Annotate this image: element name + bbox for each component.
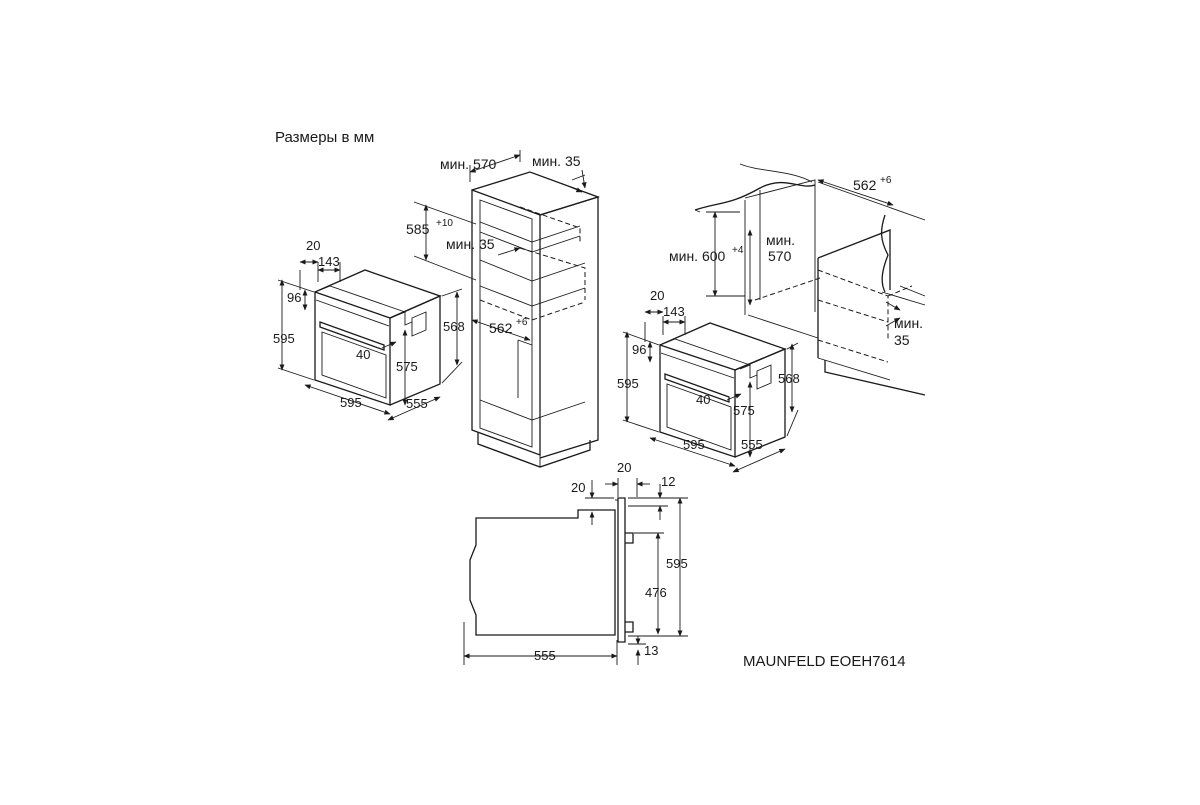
tall-cabinet-w-562-tol: +6 xyxy=(516,317,528,328)
side-view-dim-12: 12 xyxy=(661,474,675,489)
tall-cabinet-w-562: 562 xyxy=(489,320,513,336)
under-counter-dimensions: 562 +6 мин. 600 +4 мин. 570 мин. 35 xyxy=(669,175,923,348)
oven-left-dim-40: 40 xyxy=(356,347,370,362)
side-view-dim-476: 476 xyxy=(645,585,667,600)
under-counter-min-35-value: 35 xyxy=(894,332,910,348)
oven-left-dim-20: 20 xyxy=(306,238,320,253)
oven-left-dim-595-width: 595 xyxy=(340,395,362,410)
tall-cabinet-min-35-mid: мин. 35 xyxy=(446,236,495,252)
oven-left-dim-595-height: 595 xyxy=(273,331,295,346)
model-name: MAUNFELD EOEH7614 xyxy=(743,653,906,670)
tall-cabinet-h-585: 585 xyxy=(406,221,430,237)
under-counter-w-562-tol: +6 xyxy=(880,175,892,186)
oven-right-dim-575: 575 xyxy=(733,403,755,418)
under-counter-min-600: мин. 600 xyxy=(669,248,726,264)
oven-left-dim-143: 143 xyxy=(318,254,340,269)
under-counter-cabinet xyxy=(694,163,926,396)
tall-cabinet-min-570: мин. 570 xyxy=(440,156,497,172)
under-counter-min-570-value: 570 xyxy=(768,248,792,264)
side-view-dim-20-top: 20 xyxy=(617,460,631,475)
oven-left xyxy=(314,269,442,406)
under-counter-min-600-tol: +4 xyxy=(732,245,744,256)
tall-cabinet xyxy=(471,171,601,468)
oven-right-dim-595-height: 595 xyxy=(617,376,639,391)
tall-cabinet-min-35-top: мин. 35 xyxy=(532,153,581,169)
side-view xyxy=(469,497,634,643)
side-view-dim-20-left: 20 xyxy=(571,480,585,495)
oven-right-dim-40: 40 xyxy=(696,392,710,407)
oven-left-dim-96: 96 xyxy=(287,290,301,305)
oven-right-dim-20: 20 xyxy=(650,288,664,303)
oven-left-dim-575: 575 xyxy=(396,359,418,374)
oven-right-dim-568: 568 xyxy=(778,371,800,386)
side-view-dim-555: 555 xyxy=(534,648,556,663)
oven-right-dimensions: 20 143 96 595 568 575 40 595 555 xyxy=(617,288,800,473)
under-counter-min-570-label: мин. xyxy=(766,232,795,248)
under-counter-min-35-label: мин. xyxy=(894,315,923,331)
tall-cabinet-h-585-tol: +10 xyxy=(436,218,453,229)
oven-right-dim-143: 143 xyxy=(663,304,685,319)
oven-right-dim-96: 96 xyxy=(632,342,646,357)
oven-right xyxy=(659,322,787,458)
side-view-dim-595: 595 xyxy=(666,556,688,571)
oven-right-dim-595-width: 595 xyxy=(683,437,705,452)
tall-cabinet-dimensions: мин. 570 мин. 35 585 +10 мин. 35 562 +6 xyxy=(406,150,587,341)
side-view-dim-13: 13 xyxy=(644,643,658,658)
oven-left-dim-555: 555 xyxy=(406,396,428,411)
page-title: Размеры в мм xyxy=(275,129,374,146)
oven-left-dimensions: 20 143 96 595 568 575 40 595 555 xyxy=(273,238,465,421)
oven-left-dim-568: 568 xyxy=(443,319,465,334)
oven-right-dim-555: 555 xyxy=(741,437,763,452)
side-view-dimensions: 20 20 12 595 476 555 13 xyxy=(463,460,688,665)
under-counter-w-562: 562 xyxy=(853,177,877,193)
